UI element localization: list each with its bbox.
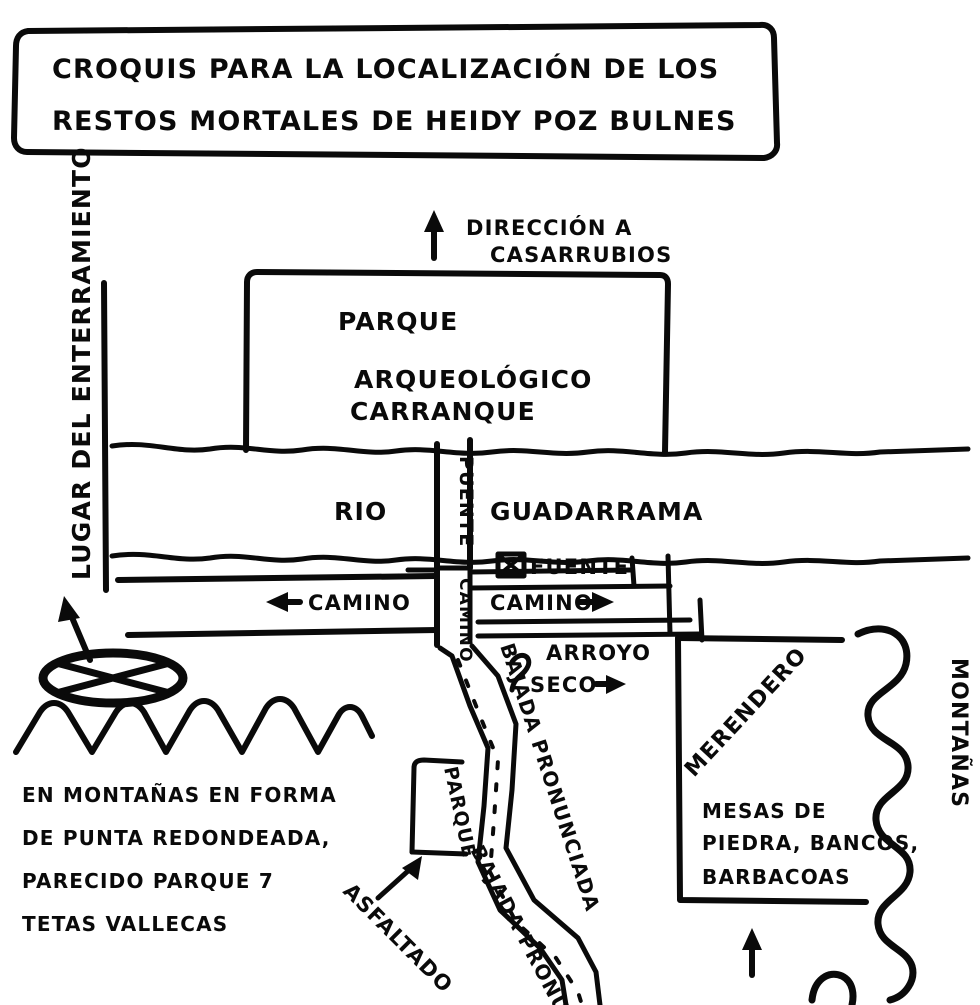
steep-track-path (437, 643, 603, 1005)
mountains-note-line-3: PARECIDO PARQUE 7 (22, 869, 274, 893)
title-line-1: CROQUIS PARA LA LOCALIZACIÓN DE LOS (52, 53, 719, 85)
camino-left-label: CAMINO (308, 591, 411, 615)
title-box-frame (11, 21, 781, 161)
parking-box-label: PARQUE (439, 764, 480, 860)
mountains-note-line-2: DE PUNTA REDONDEADA, (22, 826, 331, 850)
rounded-mountains-shape (13, 696, 375, 755)
paved-label: ASFALTADO (338, 879, 457, 998)
arroyo-right-arrow-icon (593, 675, 626, 694)
river-label-right: GUADARRAMA (490, 497, 704, 526)
camino-right-label: CAMINO (490, 591, 593, 615)
merendero-detail-line-1: MESAS DE (702, 799, 827, 823)
park-label-line-3: CARRANQUE (350, 397, 536, 426)
asfaltado-arrow-icon (375, 856, 422, 901)
fountain-square-icon (495, 551, 527, 579)
arroyo-squiggle-icon (509, 652, 532, 693)
camino-vertical-band (434, 565, 473, 643)
burial-marker-group (38, 596, 188, 708)
camino-vertical-label: CAMINO (455, 578, 475, 663)
right-mountains-shape (808, 625, 917, 1005)
left-boundary-line (101, 280, 109, 593)
merendero-detail-line-3: BARBACOAS (702, 865, 851, 889)
slope-label-lower: BAJADA PRONUNCIADA (466, 841, 619, 1005)
park-label-line-2: ARQUEOLÓGICO (354, 364, 593, 394)
merendero-box-outline (675, 635, 869, 905)
direction-note-line-1: DIRECCIÓN A (466, 215, 633, 240)
title-line-2: RESTOS MORTALES DE HEIDY POZ BULNES (52, 106, 737, 137)
camino-right-arrow-icon (577, 592, 614, 612)
mountains-right-label: MONTAÑAS (946, 658, 972, 808)
merendero-detail-line-2: PIEDRA, BANCOS, (702, 831, 919, 855)
direction-up-arrow-icon (424, 210, 444, 261)
bridge-structure (434, 437, 473, 648)
arroyo-label-line-1: ARROYO (546, 641, 651, 665)
arroyo-label-line-2: SECO (530, 673, 598, 697)
camino-left-arrow-icon (266, 592, 303, 612)
burial-site-label: LUGAR DEL ENTERRAMIENTO (67, 146, 96, 580)
fountain-label: FUENTE (530, 555, 629, 579)
park-box-outline (243, 269, 671, 455)
mountains-note-line-4: TETAS VALLECAS (22, 912, 228, 936)
parking-box-outline (409, 757, 469, 857)
merendero-up-arrow-icon (742, 928, 762, 978)
direction-note-line-2: CASARRUBIOS (490, 243, 672, 267)
bridge-label: PUENTE (455, 456, 477, 547)
park-label-line-1: PARQUE (338, 307, 458, 336)
river-label-left: RIO (334, 497, 387, 526)
mountains-note-line-1: EN MONTAÑAS EN FORMA (22, 783, 337, 807)
merendero-label: MERENDERO (680, 643, 812, 782)
river-guadarrama (109, 441, 971, 566)
